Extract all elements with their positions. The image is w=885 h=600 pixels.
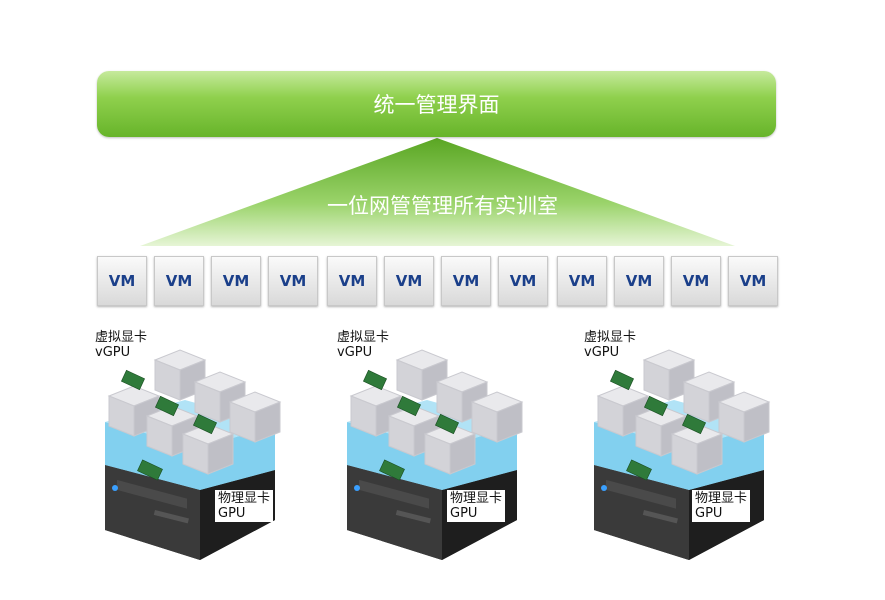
server-illustration [594, 349, 771, 560]
vm-box: VM [498, 256, 548, 306]
host-server-3: 虚拟显卡 vGPU 物理显卡 GPU [584, 330, 784, 570]
pyramid-shape [140, 138, 735, 246]
virtual-gpu-label: 虚拟显卡 vGPU [95, 330, 148, 360]
vm-box: VM [384, 256, 434, 306]
vm-box: VM [671, 256, 721, 306]
host-server-1: 虚拟显卡 vGPU 物理显卡 GPU [95, 330, 295, 570]
server-illustration [105, 349, 282, 560]
vm-box: VM [268, 256, 318, 306]
physical-gpu-label: 物理显卡 GPU [215, 490, 274, 522]
vm-box: VM [614, 256, 664, 306]
host-server-2: 虚拟显卡 vGPU 物理显卡 GPU [337, 330, 537, 570]
virtual-gpu-label: 虚拟显卡 vGPU [584, 330, 637, 360]
vm-box: VM [211, 256, 261, 306]
vm-box: VM [557, 256, 607, 306]
vm-box: VM [97, 256, 147, 306]
physical-gpu-label: 物理显卡 GPU [447, 490, 506, 522]
vm-box: VM [154, 256, 204, 306]
virtual-gpu-label: 虚拟显卡 vGPU [337, 330, 390, 360]
vm-box: VM [728, 256, 778, 306]
unified-management-banner: 统一管理界面 [97, 71, 776, 137]
server-illustration [347, 349, 524, 560]
vm-box: VM [327, 256, 377, 306]
pyramid-label: 一位网管管理所有实训室 [327, 194, 558, 218]
physical-gpu-label: 物理显卡 GPU [692, 490, 751, 522]
vm-box: VM [441, 256, 491, 306]
vm-row: VM VM VM VM VM VM VM VM VM VM VM VM [0, 256, 885, 306]
banner-title: 统一管理界面 [373, 93, 500, 117]
